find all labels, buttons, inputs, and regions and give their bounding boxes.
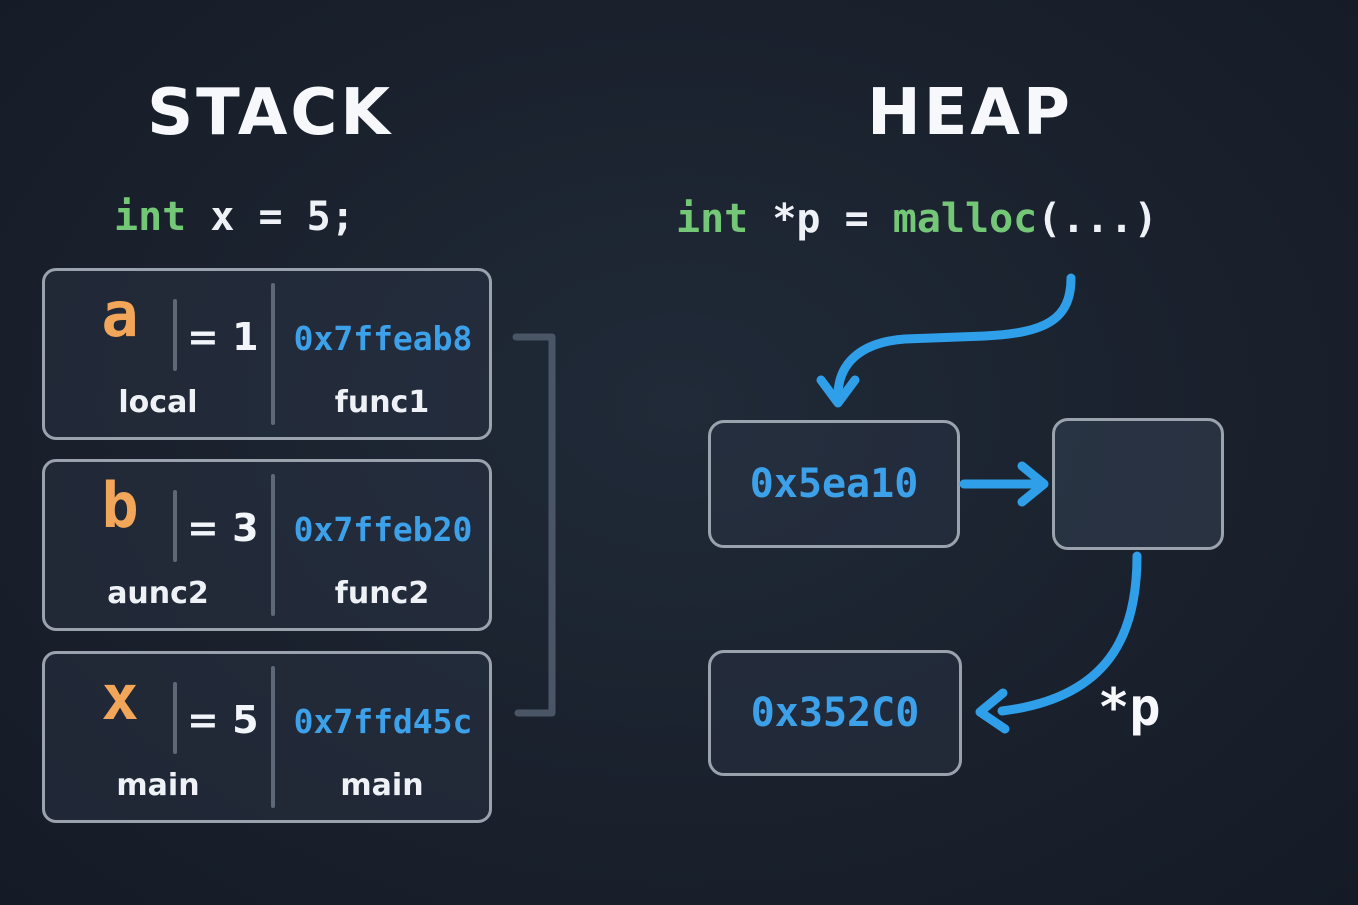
- heap-box-empty: [1052, 418, 1224, 550]
- heap-link-arrowhead-icon: [1017, 461, 1049, 507]
- frame-a-divider-short: [173, 299, 177, 371]
- frame-x-value: = 5: [187, 698, 259, 742]
- frame-a-value: = 1: [187, 315, 259, 359]
- stack-frame-a: a = 1 0x7ffeab8 local func1: [42, 268, 492, 440]
- frame-b-address: 0x7ffeb20: [293, 510, 473, 549]
- frame-x-scope-label: main: [116, 768, 200, 803]
- frame-b-scope-label: aunc2: [107, 576, 209, 611]
- frame-x-divider-long: [271, 666, 275, 808]
- frame-x-address: 0x7ffd45c: [293, 702, 473, 741]
- frame-a-scope-label: local: [118, 385, 198, 420]
- heap-title: HEAP: [867, 76, 1073, 150]
- frame-x-func-label: main: [340, 768, 424, 803]
- stack-title: STACK: [147, 76, 393, 150]
- heap-box-0x5ea10: 0x5ea10: [708, 420, 960, 548]
- heap-box-0x5ea10-label: 0x5ea10: [749, 461, 919, 507]
- frame-x-variable: x: [101, 661, 139, 734]
- stack-code-line: int x = 5;: [114, 194, 355, 240]
- frame-x-divider-short: [173, 682, 177, 754]
- frame-b-value: = 3: [187, 506, 259, 550]
- frame-b-func-label: func2: [334, 576, 430, 611]
- stack-code-rest: x = 5;: [186, 194, 355, 240]
- frame-b-divider-long: [271, 474, 275, 616]
- pointer-deref-label: *p: [1098, 678, 1161, 738]
- malloc-arrow: [833, 273, 1076, 397]
- stack-frame-x: x = 5 0x7ffd45c main main: [42, 651, 492, 823]
- malloc-arrowhead-icon: [816, 375, 860, 408]
- heap-code-keyword-int: int: [676, 196, 749, 242]
- frame-a-address: 0x7ffeab8: [293, 319, 473, 358]
- heap-code-tail: (...): [1037, 196, 1158, 242]
- heap-code-mid: *p =: [748, 196, 893, 242]
- frame-a-variable: a: [101, 278, 139, 351]
- frame-a-divider-long: [271, 283, 275, 425]
- heap-code-line: int *p = malloc(...): [676, 196, 1158, 242]
- heap-code-keyword-malloc: malloc: [892, 196, 1038, 242]
- heap-box-0x352c0: 0x352C0: [708, 650, 962, 776]
- stack-code-keyword: int: [114, 194, 187, 240]
- frame-b-divider-short: [173, 490, 177, 562]
- stack-frame-b: b = 3 0x7ffeb20 aunc2 func2: [42, 459, 492, 631]
- heap-box-0x352c0-label: 0x352C0: [750, 690, 920, 736]
- stack-bracket: [512, 333, 556, 717]
- pointer-arrowhead-icon: [975, 688, 1010, 734]
- frame-b-variable: b: [101, 469, 139, 542]
- frame-a-func-label: func1: [334, 385, 430, 420]
